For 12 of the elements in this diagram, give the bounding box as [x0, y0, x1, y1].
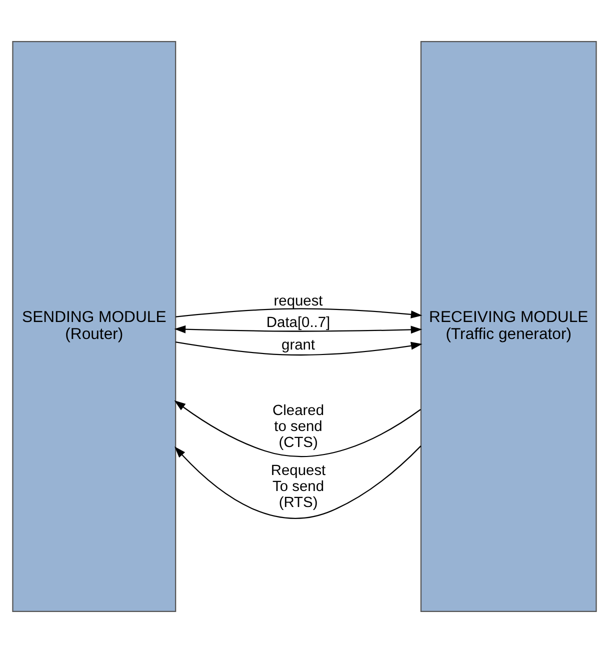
arrow — [174, 400, 421, 458]
arrow — [176, 308, 422, 318]
arrow — [174, 325, 422, 334]
edge-label: Request To send (RTS) — [270, 463, 326, 511]
node-box: RECEIVING MODULE (Traffic generator) — [420, 40, 597, 612]
arrow — [174, 446, 422, 519]
edge-label: request — [274, 293, 323, 310]
arrow — [176, 341, 422, 356]
edge-label: Cleared to send (CTS) — [272, 403, 324, 451]
edge-label: grant — [282, 338, 316, 354]
edge-label: Data[0..7] — [266, 314, 330, 331]
node-box: SENDING MODULE (Router) — [12, 40, 176, 612]
